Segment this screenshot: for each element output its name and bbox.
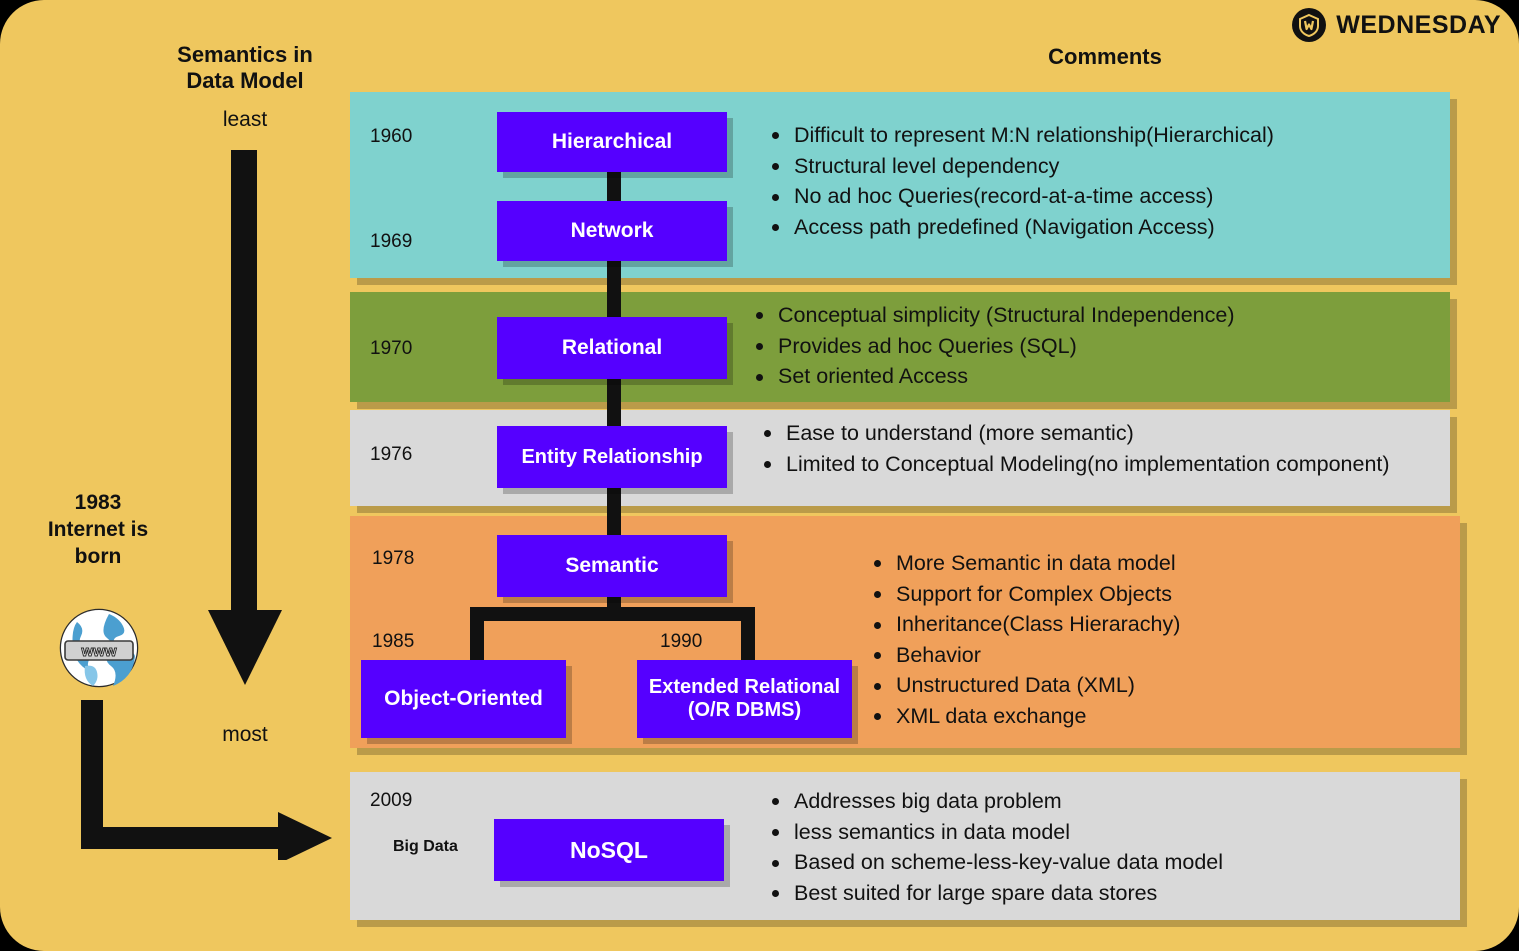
www-globe-icon: www (57, 606, 141, 690)
comment-item: Best suited for large spare data stores (768, 878, 1448, 909)
comments-list-relational: Conceptual simplicity (Structural Indepe… (752, 300, 1442, 392)
timeline-branch-leg-left (470, 607, 484, 667)
model-box-relational-label: Relational (561, 335, 663, 359)
comment-item: Limited to Conceptual Modeling(no implem… (760, 449, 1440, 480)
comments-column-title: Comments (1048, 44, 1162, 69)
comment-item: XML data exchange (870, 701, 1430, 732)
big-data-tag: Big Data (393, 838, 458, 855)
brand-logo: WEDNESDAY (1292, 8, 1501, 42)
model-box-extended-relational-label-line2: (O/R DBMS) (687, 699, 802, 721)
wednesday-shield-icon (1292, 8, 1327, 42)
year-label-1990: 1990 (660, 631, 703, 652)
timeline-branch-bar (470, 607, 755, 621)
internet-to-nosql-arrow-icon (80, 700, 340, 864)
internet-text-line3: born (74, 544, 122, 568)
comment-item: Access path predefined (Navigation Acces… (768, 212, 1438, 243)
semantics-axis-title-line1: Semantics in (177, 42, 313, 67)
axis-most-label: most (222, 723, 268, 746)
model-box-network-label: Network (570, 218, 654, 242)
year-label-2009: 2009 (370, 790, 413, 811)
year-label-1960: 1960 (370, 126, 413, 147)
model-box-entity-relationship: Entity Relationship (497, 426, 727, 488)
timeline-connector-main (607, 170, 621, 620)
model-box-object-oriented-label: Object-Oriented (384, 686, 543, 710)
model-box-semantic-label: Semantic (565, 553, 659, 577)
model-box-network: Network (497, 201, 727, 261)
comment-item: Ease to understand (more semantic) (760, 418, 1440, 449)
year-label-1969: 1969 (370, 231, 413, 252)
comments-list-early: Difficult to represent M:N relationship(… (768, 120, 1438, 242)
comment-item: Conceptual simplicity (Structural Indepe… (752, 300, 1442, 331)
comment-item: Inheritance(Class Hierarachy) (870, 609, 1430, 640)
comment-item: Behavior (870, 640, 1430, 671)
comment-item: No ad hoc Queries(record-at-a-time acces… (768, 181, 1438, 212)
comment-item: less semantics in data model (768, 817, 1448, 848)
comment-item: Set oriented Access (752, 361, 1442, 392)
model-box-nosql: NoSQL (494, 819, 724, 881)
semantics-axis-arrow-icon (196, 150, 294, 695)
comments-list-entity-relationship: Ease to understand (more semantic) Limit… (760, 418, 1440, 479)
model-box-object-oriented: Object-Oriented (361, 660, 566, 738)
comment-item: Based on scheme-less-key-value data mode… (768, 847, 1448, 878)
internet-born-note: 1983 Internet is born (18, 490, 178, 571)
comment-item: Provides ad hoc Queries (SQL) (752, 331, 1442, 362)
year-label-1985: 1985 (372, 631, 415, 652)
model-box-extended-relational: Extended Relational (O/R DBMS) (637, 660, 852, 738)
semantics-axis-title: Semantics in Data Model (150, 42, 340, 95)
svg-text:www: www (80, 643, 116, 660)
model-box-entity-relationship-label: Entity Relationship (521, 445, 703, 468)
comments-list-nosql: Addresses big data problem less semantic… (768, 786, 1448, 908)
comment-item: Support for Complex Objects (870, 579, 1430, 610)
timeline-branch-leg-right (741, 607, 755, 667)
comment-item: More Semantic in data model (870, 548, 1430, 579)
comments-list-semantic: More Semantic in data model Support for … (870, 548, 1430, 731)
axis-least-label: least (222, 108, 268, 131)
comment-item: Difficult to represent M:N relationship(… (768, 120, 1438, 151)
internet-text-line2: Internet is (47, 517, 149, 541)
year-label-1978: 1978 (372, 548, 415, 569)
comment-item: Addresses big data problem (768, 786, 1448, 817)
comment-item: Unstructured Data (XML) (870, 670, 1430, 701)
semantics-axis-title-line2: Data Model (186, 68, 304, 94)
internet-year: 1983 (74, 491, 122, 514)
model-box-semantic: Semantic (497, 535, 727, 597)
year-label-1970: 1970 (370, 338, 413, 359)
model-box-nosql-label: NoSQL (570, 836, 648, 863)
model-box-hierarchical: Hierarchical (497, 112, 727, 172)
brand-name: WEDNESDAY (1336, 10, 1501, 39)
model-box-extended-relational-label-line1: Extended Relational (648, 676, 841, 698)
model-box-hierarchical-label: Hierarchical (551, 129, 673, 153)
year-label-1976: 1976 (370, 444, 413, 465)
model-box-relational: Relational (497, 317, 727, 379)
comment-item: Structural level dependency (768, 151, 1438, 182)
